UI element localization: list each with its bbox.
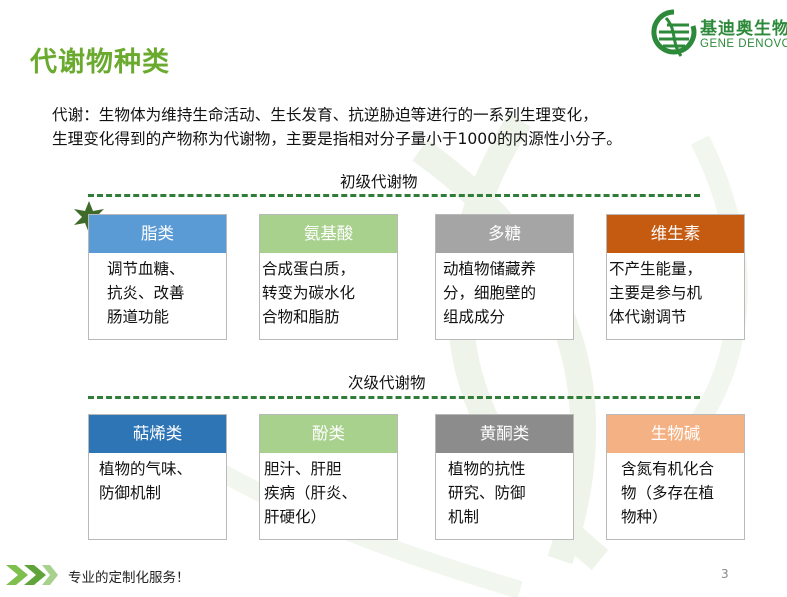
card-header: 多糖 (436, 215, 573, 253)
card-line: 不产生能量， (609, 260, 703, 278)
secondary-divider (88, 396, 700, 399)
card-line: 肠道功能 (107, 308, 170, 326)
card-line: 转变为碳水化 (262, 284, 356, 302)
card-line: 物（多存在植 (621, 484, 715, 502)
card-line: 胆汁、肝胆 (264, 460, 342, 478)
card-line: 防御机制 (99, 484, 162, 502)
card-description: 含氮有机化合 物（多存在植 物种） (607, 453, 744, 529)
card-description: 植物的抗性 研究、防御 机制 (436, 453, 573, 529)
card-line: 抗炎、改善 (107, 284, 185, 302)
card-line: 组成成分 (443, 308, 506, 326)
intro-paragraph: 代谢：生物体为维持生命活动、生长发育、抗逆胁迫等进行的一系列生理变化， 生理变化… (52, 103, 622, 151)
card-line: 肝硬化） (264, 508, 327, 526)
card-line: 机制 (448, 508, 480, 526)
card-line: 体代谢调节 (609, 308, 687, 326)
double-chevron-right-icon (6, 565, 58, 585)
primary-section-label: 初级代谢物 (340, 173, 418, 191)
primary-card-lipids: 脂类 调节血糖、 抗炎、改善 肠道功能 (88, 214, 227, 340)
card-description: 合成蛋白质， 转变为碳水化 合物和脂肪 (260, 253, 397, 329)
card-line: 疾病（肝炎、 (264, 484, 358, 502)
card-header: 氨基酸 (260, 215, 397, 253)
card-description: 不产生能量， 主要是参与机 体代谢调节 (607, 253, 744, 329)
card-header: 生物碱 (607, 415, 744, 453)
card-header: 维生素 (607, 215, 744, 253)
gene-denovo-logo-icon (651, 9, 697, 57)
intro-line: 生理变化得到的产物称为代谢物，主要是指相对分子量小于1000的内源性小分子。 (52, 130, 622, 148)
intro-line: 代谢：生物体为维持生命活动、生长发育、抗逆胁迫等进行的一系列生理变化， (52, 106, 598, 124)
card-description: 动植物储藏养 分，细胞壁的 组成成分 (436, 253, 573, 329)
card-header: 脂类 (89, 215, 226, 253)
secondary-card-phenols: 酚类 胆汁、肝胆 疾病（肝炎、 肝硬化） (259, 414, 398, 540)
footer-slogan: 专业的定制化服务！ (68, 570, 190, 586)
secondary-section-label: 次级代谢物 (348, 374, 426, 392)
secondary-card-terpenes: 萜烯类 植物的气味、 防御机制 (88, 414, 227, 540)
secondary-card-flavonoids: 黄酮类 植物的抗性 研究、防御 机制 (435, 414, 574, 540)
primary-card-vitamins: 维生素 不产生能量， 主要是参与机 体代谢调节 (606, 214, 745, 340)
card-line: 调节血糖、 (107, 260, 185, 278)
card-line: 动植物储藏养 (443, 260, 537, 278)
card-line: 合物和脂肪 (262, 308, 340, 326)
card-line: 合成蛋白质， (262, 260, 356, 278)
primary-card-amino-acids: 氨基酸 合成蛋白质， 转变为碳水化 合物和脂肪 (259, 214, 398, 340)
card-header: 黄酮类 (436, 415, 573, 453)
secondary-card-alkaloids: 生物碱 含氮有机化合 物（多存在植 物种） (606, 414, 745, 540)
page-number: 3 (721, 567, 729, 581)
card-header: 酚类 (260, 415, 397, 453)
card-line: 分，细胞壁的 (443, 284, 537, 302)
slide-title: 代谢物种类 (30, 47, 170, 78)
logo-english-name: GENE DENOVO (700, 38, 787, 50)
card-line: 含氮有机化合 (621, 460, 715, 478)
card-description: 胆汁、肝胆 疾病（肝炎、 肝硬化） (260, 453, 397, 529)
card-line: 研究、防御 (448, 484, 526, 502)
card-line: 植物的气味、 (99, 460, 193, 478)
card-header: 萜烯类 (89, 415, 226, 453)
card-line: 物种） (621, 508, 668, 526)
primary-divider (88, 194, 700, 197)
primary-card-polysaccharides: 多糖 动植物储藏养 分，细胞壁的 组成成分 (435, 214, 574, 340)
card-description: 调节血糖、 抗炎、改善 肠道功能 (89, 253, 226, 329)
card-line: 主要是参与机 (609, 284, 703, 302)
card-line: 植物的抗性 (448, 460, 526, 478)
logo-chinese-name: 基迪奥生物 (700, 19, 787, 39)
card-description: 植物的气味、 防御机制 (89, 453, 226, 505)
